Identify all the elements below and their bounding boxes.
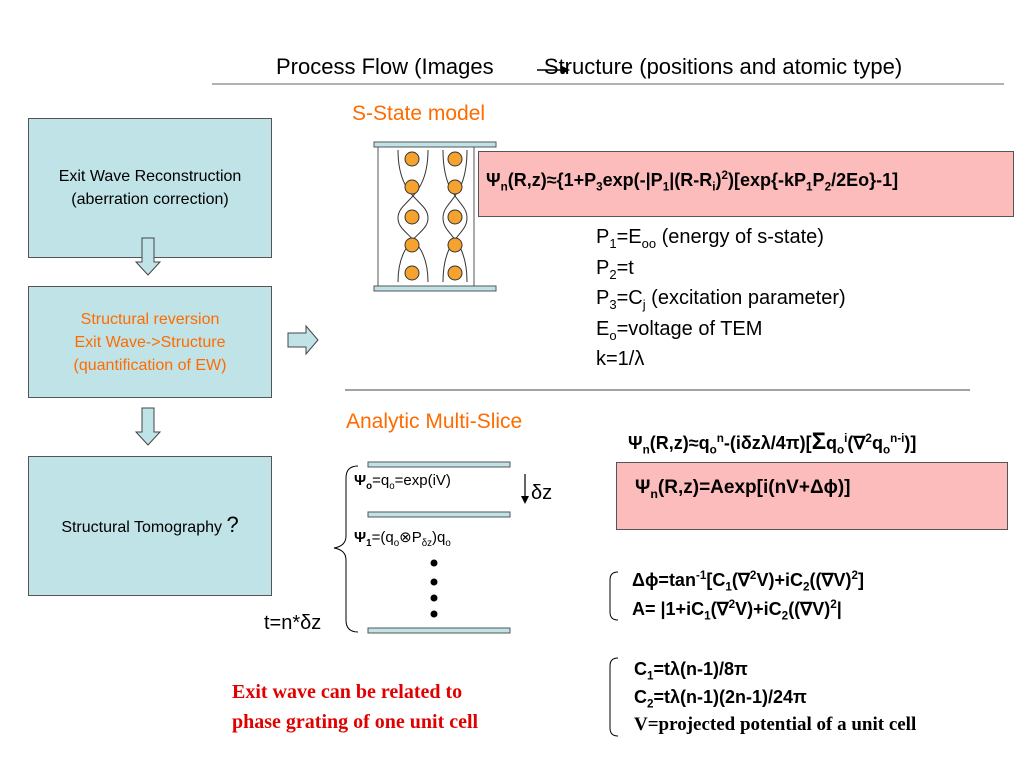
multislice-formula-box: Ψn(R,z)=Aexp[i(nV+Δϕ)] [616, 462, 1008, 530]
header-left: Process Flow (Images [276, 54, 494, 79]
param-eo-desc: voltage of TEM [628, 317, 763, 340]
note-line1: Exit wave can be related to [232, 681, 463, 703]
sstate-title: S-State model [352, 102, 486, 125]
note-line2: phase grating of one unit cell [232, 711, 479, 733]
sstate-model-drawing [373, 141, 497, 292]
param-p3: P3=Cj (excitation parameter) [596, 287, 846, 312]
param-eo: Eo=voltage of TEM [596, 317, 763, 343]
series-formula: Ψn(R,z)≈qon-(iδzλ/4π)[Σqoi(∇2qon-i)] [628, 428, 917, 457]
sstate-formula-box: Ψn(R,z)≈{1+P3exp(-|P1|(R-Ri)2)[exp{-kP1P… [478, 151, 1014, 217]
exit-wave-reconstruction-box: Exit Wave Reconstruction (aberration cor… [28, 118, 272, 258]
thickness-brace [333, 465, 359, 633]
slice-plate-3 [367, 627, 511, 634]
thickness-label: t=n*δz [264, 612, 322, 634]
psi1-label: Ψ1=(qo⊗Pδz)qo [354, 529, 451, 549]
header-arrow-head [562, 66, 570, 74]
sstate-params: P1=Eoo (energy of s-state) P2=t P3=Cj (e… [596, 222, 846, 375]
column-1-envelope [397, 149, 429, 283]
param-p1-desc: (energy of s-state) [661, 226, 824, 248]
v-definition: V=projected potential of a unit cell [634, 714, 917, 735]
delta-phi-formula: Δϕ=tan-1[C1(∇2V)+iC2((∇V)2] [632, 569, 865, 594]
box3-question-mark: ? [226, 512, 239, 537]
box1-line2: (aberration correction) [71, 191, 229, 208]
bracket-1 [609, 571, 619, 621]
box3-text: Structural Tomography ? [61, 513, 238, 539]
box3-label: Structural Tomography [61, 519, 222, 536]
down-arrow-icon-1 [134, 237, 162, 276]
box2-line1: Structural reversion [80, 310, 220, 328]
box2-line3: (quantification of EW) [73, 356, 227, 374]
psi0-label: Ψo=qo=exp(iV) [354, 472, 451, 492]
multislice-formula: Ψn(R,z)=Aexp[i(nV+Δϕ)] [635, 477, 851, 501]
bracket-2 [609, 657, 619, 737]
sstate-formula: Ψn(R,z)≈{1+P3exp(-|P1|(R-Ri)2)[exp{-kP1P… [486, 169, 899, 194]
box1-line1: Exit Wave Reconstruction [58, 168, 242, 185]
bottom-plate [373, 285, 497, 292]
param-p1: P1=Eoo (energy of s-state) [596, 226, 824, 251]
box2-line2: Exit Wave->Structure [74, 333, 226, 351]
multislice-drawing [333, 461, 529, 634]
column-2-envelope [442, 149, 468, 283]
structural-reversion-box: Structural reversion Exit Wave->Structur… [28, 286, 272, 398]
coefficient-formulas: C1=tλ(n-1)/8π C2=tλ(n-1)(2n-1)/24π V=pro… [634, 655, 916, 739]
phase-amplitude-formulas: Δϕ=tan-1[C1(∇2V)+iC2((∇V)2] A= |1+iC1(∇2… [632, 566, 864, 624]
down-arrow-icon-2 [134, 407, 162, 446]
slice-plate-1 [367, 461, 511, 468]
header-right: Structure (positions and atomic type) [543, 54, 903, 79]
dz-label: δz [531, 482, 553, 504]
param-p2: P2=t [596, 256, 634, 282]
dz-arrow-head [521, 496, 529, 504]
param-k: k=1/λ [596, 348, 645, 370]
exit-wave-note: Exit wave can be related to phase gratin… [232, 677, 478, 737]
atom-markers [404, 151, 463, 281]
c2-formula: C2=tλ(n-1)(2n-1)/24π [634, 687, 807, 711]
c1-formula: C1=tλ(n-1)/8π [634, 659, 748, 683]
header-title: Process Flow (Images Structure (position… [276, 54, 902, 80]
amplitude-formula: A= |1+iC1(∇2V)+iC2((∇V)2| [632, 598, 842, 623]
structural-tomography-box: Structural Tomography ? [28, 456, 272, 596]
right-arrow-icon [287, 324, 319, 356]
multislice-title: Analytic Multi-Slice [346, 410, 523, 433]
slice-plate-2 [367, 511, 511, 518]
top-plate [373, 141, 497, 148]
param-p3-desc: (excitation parameter) [651, 287, 846, 309]
